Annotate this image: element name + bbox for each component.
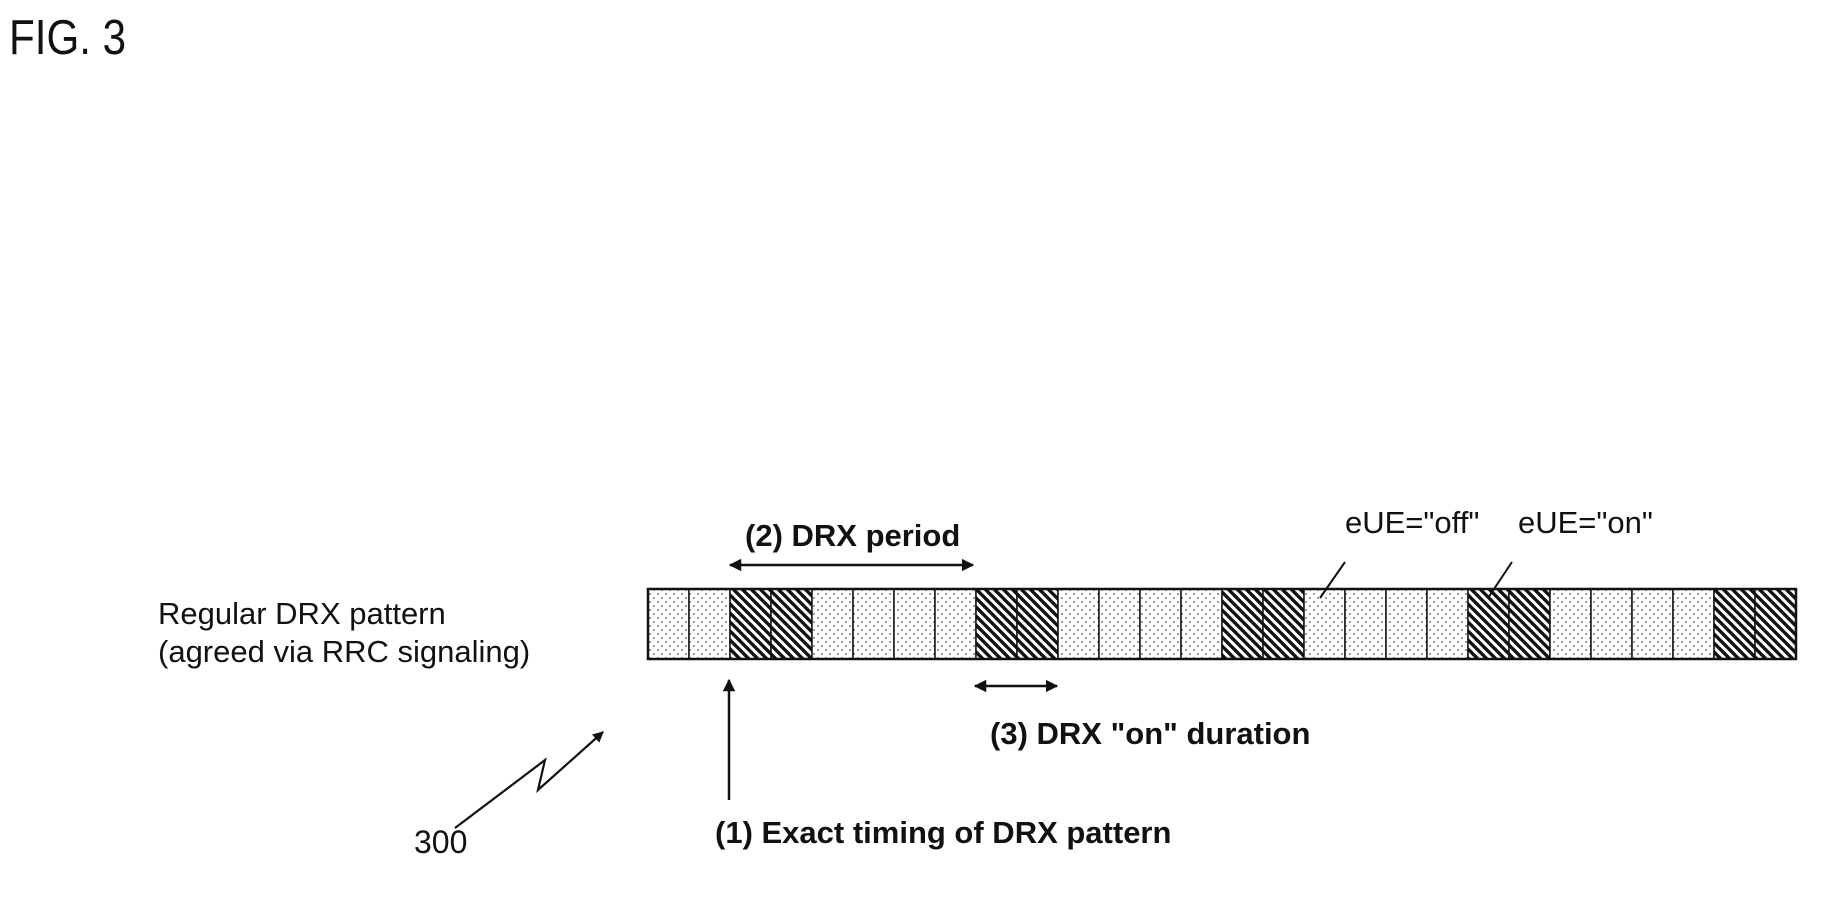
legend-off-leader [1319, 561, 1346, 599]
drx-cell-off [1590, 588, 1633, 660]
drx-cell-off [1344, 588, 1387, 660]
drx-timing-label: (1) Exact timing of DRX pattern [715, 815, 1172, 850]
drx-cell-off [1057, 588, 1100, 660]
drx-cell-on [1754, 588, 1797, 660]
legend-off-label: eUE="off" [1345, 505, 1480, 540]
legend-on-label: eUE="on" [1518, 505, 1653, 540]
drx-period-label: (2) DRX period [745, 518, 961, 553]
drx-cell-off [1139, 588, 1182, 660]
drx-cell-off [1303, 588, 1346, 660]
drx-cell-off [1631, 588, 1674, 660]
reference-numeral: 300 [414, 824, 468, 860]
drx-cell-on [1713, 588, 1756, 660]
drx-cell-off [1426, 588, 1469, 660]
drx-cell-off [1549, 588, 1592, 660]
legend-on-leader [1487, 561, 1513, 599]
figure-title: FIG. 3 [9, 11, 127, 65]
drx-cell-off [811, 588, 854, 660]
drx-cell-off [893, 588, 936, 660]
drx-cell-on [770, 588, 813, 660]
drx-cell-off [1180, 588, 1223, 660]
drx-on-duration-label: (3) DRX "on" duration [990, 716, 1311, 751]
drx-cell-on [1016, 588, 1059, 660]
drx-cell-on [1221, 588, 1264, 660]
pattern-label-line2: (agreed via RRC signaling) [158, 634, 531, 669]
drx-cell-on [1467, 588, 1510, 660]
drx-cell-on [729, 588, 772, 660]
drx-cell-off [1672, 588, 1715, 660]
drx-cell-off [1385, 588, 1428, 660]
drx-cell-on [975, 588, 1018, 660]
reference-arrow [454, 731, 604, 829]
drx-cell-off [688, 588, 731, 660]
drx-cell-on [1262, 588, 1305, 660]
drx-cell-off [934, 588, 977, 660]
drx-cell-on [1508, 588, 1551, 660]
drx-cell-off [647, 588, 690, 660]
drx-pattern-outline [646, 587, 1798, 661]
drx-cell-off [1098, 588, 1141, 660]
pattern-label-line1: Regular DRX pattern [158, 596, 446, 631]
drx-cell-off [852, 588, 895, 660]
drx-pattern-cells [647, 588, 1797, 660]
